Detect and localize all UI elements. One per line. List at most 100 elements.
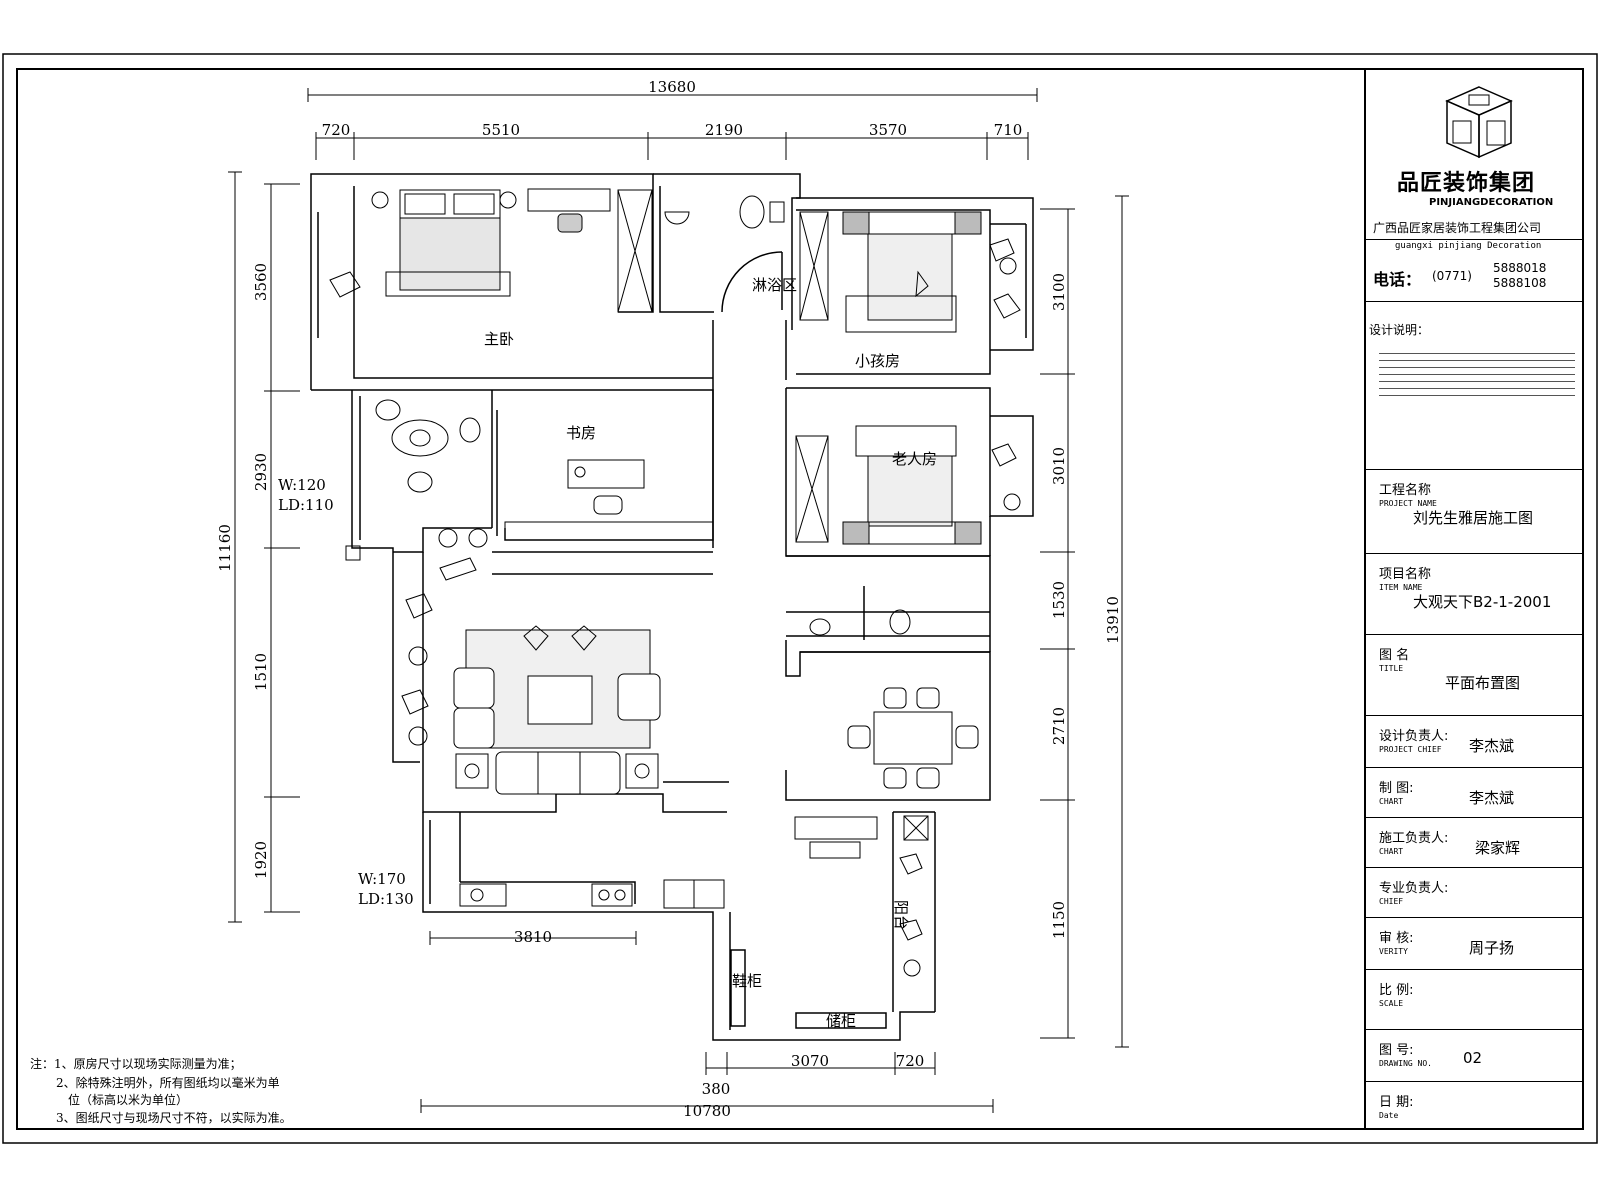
- titleblock-row-value: 梁家辉: [1475, 839, 1521, 857]
- window1-ld: LD:110: [278, 496, 334, 514]
- titleblock-row-label: 项目名称: [1379, 567, 1432, 582]
- titleblock-row-label: 比 例:: [1379, 983, 1414, 998]
- cabinet-label-1: 鞋柜: [732, 972, 762, 990]
- titleblock-row-label: 专业负责人:: [1379, 881, 1449, 896]
- outer-border: [2, 53, 1598, 1144]
- inner-border: [16, 68, 1584, 1130]
- titleblock-row-divider: [1365, 969, 1583, 970]
- phone-label: 电话：: [1373, 270, 1422, 289]
- dim-right-total: 13910: [1104, 596, 1122, 644]
- note-line-2: 2、除特殊注明外，所有图纸均以毫米为单: [56, 1075, 280, 1090]
- company-name-cn: 品匠装饰集团: [1397, 171, 1536, 196]
- titleblock-row-divider: [1365, 867, 1583, 868]
- dim-right-seg-1: 3100: [1050, 273, 1068, 311]
- note-line-4: 3、图纸尺寸与现场尺寸不符，以实际为准。: [56, 1110, 292, 1125]
- titleblock-row-label: 设计负责人:: [1379, 729, 1449, 744]
- titleblock-row-divider: [1365, 767, 1583, 768]
- titleblock-row-sublabel: CHART: [1379, 797, 1404, 806]
- dim-right-seg-5: 1150: [1050, 901, 1068, 939]
- titleblock-row-label: 施工负责人:: [1379, 831, 1449, 846]
- titleblock-row-divider: [1365, 715, 1583, 716]
- company-logo: [1445, 86, 1513, 159]
- titleblock-row-divider: [1365, 1081, 1583, 1082]
- titleblock-row-sublabel: DRAWING NO.: [1379, 1059, 1432, 1068]
- titleblock-row-divider: [1365, 553, 1583, 554]
- general-notes: 注：1、原房尺寸以现场实际测量为准； 2、除特殊注明外，所有图纸均以毫米为单 位…: [30, 1056, 292, 1125]
- titleblock-row-divider: [1365, 817, 1583, 818]
- room-master-bedroom: 主卧: [484, 330, 514, 348]
- dim-left-seg-1: 3560: [252, 263, 270, 301]
- furniture: [329, 188, 1021, 977]
- titleblock-row-value: 李杰斌: [1469, 737, 1515, 755]
- room-labels: 主卧 淋浴区 小孩房 书房 老人房 阳台 W:120 LD:110 W:170 …: [278, 276, 937, 1030]
- titleblock-row-sublabel: SCALE: [1379, 999, 1404, 1008]
- titleblock-row-sublabel: VERITY: [1379, 947, 1408, 956]
- titleblock-row-divider: [1365, 917, 1583, 918]
- company-name-en: PINJIANGDECORATION: [1429, 197, 1554, 208]
- titleblock-row-value: 02: [1463, 1049, 1483, 1067]
- dim-bottom-seg-2: 3070: [791, 1052, 829, 1070]
- dim-bottom-kitchen: 3810: [514, 928, 552, 946]
- cabinet-label-2: 储柜: [826, 1012, 856, 1030]
- room-study: 书房: [566, 424, 596, 442]
- dimension-labels: 13680 720 5510 2190 3570 710 11160 3560 …: [216, 78, 1122, 1120]
- window1-w: W:120: [278, 476, 326, 494]
- titleblock-row-label: 工程名称: [1379, 483, 1432, 498]
- title-block: 品匠装饰集团 PINJIANGDECORATION 广西品匠家居装饰工程集团公司…: [1365, 69, 1583, 1129]
- titleblock-row-value: 李杰斌: [1469, 789, 1515, 807]
- titleblock-row-divider: [1365, 1029, 1583, 1030]
- phone-number-1: 5888018: [1493, 261, 1547, 275]
- company-full-name-en: guangxi pinjiang Decoration: [1395, 241, 1542, 251]
- titleblock-row-value: 周子扬: [1469, 939, 1515, 957]
- note-line-1: 注：1、原房尺寸以现场实际测量为准；: [30, 1056, 242, 1071]
- titleblock-row-sublabel: PROJECT NAME: [1379, 499, 1437, 508]
- dim-bottom-total: 10780: [683, 1102, 731, 1120]
- dim-right-seg-2: 3010: [1050, 447, 1068, 485]
- dim-top-seg-4: 3570: [869, 121, 907, 139]
- phone-area-code: (0771): [1432, 269, 1472, 283]
- dim-bottom-seg-1: 380: [702, 1080, 731, 1098]
- titleblock-row-label: 日 期:: [1379, 1095, 1414, 1110]
- company-full-name: 广西品匠家居装饰工程集团公司: [1373, 221, 1542, 235]
- dim-right-seg-4: 2710: [1050, 707, 1068, 745]
- design-notes-label: 设计说明：: [1369, 323, 1430, 337]
- titleblock-row-sublabel: PROJECT CHIEF: [1379, 745, 1442, 754]
- dim-left-seg-3: 1510: [252, 653, 270, 691]
- titleblock-row-value: 刘先生雅居施工图: [1413, 509, 1534, 527]
- dim-right-seg-3: 1530: [1050, 581, 1068, 619]
- titleblock-row-sublabel: TITLE: [1379, 664, 1404, 673]
- room-elder: 老人房: [892, 450, 937, 468]
- titleblock-row-label: 图 名: [1379, 648, 1410, 663]
- dim-top-seg-2: 5510: [482, 121, 520, 139]
- room-kids: 小孩房: [855, 352, 900, 370]
- dim-top-seg-5: 710: [994, 121, 1023, 139]
- dim-top-seg-3: 2190: [705, 121, 743, 139]
- titleblock-row-divider: [1365, 634, 1583, 635]
- window2-w: W:170: [358, 870, 406, 888]
- room-shower: 淋浴区: [752, 276, 797, 294]
- titleblock-row-label: 制 图:: [1379, 781, 1414, 796]
- note-line-3: 位（标高以米为单位）: [68, 1092, 188, 1107]
- walls: [310, 173, 1034, 1041]
- titleblock-row-divider: [1365, 469, 1583, 470]
- phone-number-2: 5888108: [1493, 276, 1547, 290]
- titleblock-row-sublabel: Date: [1379, 1111, 1399, 1120]
- titleblock-row-value: 平面布置图: [1445, 674, 1521, 692]
- dim-left-total: 11160: [216, 524, 234, 572]
- dim-left-seg-2: 2930: [252, 453, 270, 491]
- titleblock-row-value: 大观天下B2-1-2001: [1413, 593, 1552, 611]
- dim-bottom-seg-3: 720: [896, 1052, 925, 1070]
- titleblock-row-sublabel: CHIEF: [1379, 897, 1404, 906]
- room-balcony: 阳台: [892, 900, 910, 930]
- dim-top-total: 13680: [648, 78, 696, 96]
- design-notes-text: [1379, 347, 1575, 402]
- titleblock-row-sublabel: CHART: [1379, 847, 1404, 856]
- titleblock-row-label: 审 核:: [1379, 931, 1414, 946]
- window2-ld: LD:130: [358, 890, 414, 908]
- dim-top-seg-1: 720: [322, 121, 351, 139]
- titleblock-row-sublabel: ITEM NAME: [1379, 583, 1423, 592]
- dim-left-seg-4: 1920: [252, 841, 270, 879]
- titleblock-row-label: 图 号:: [1379, 1043, 1414, 1058]
